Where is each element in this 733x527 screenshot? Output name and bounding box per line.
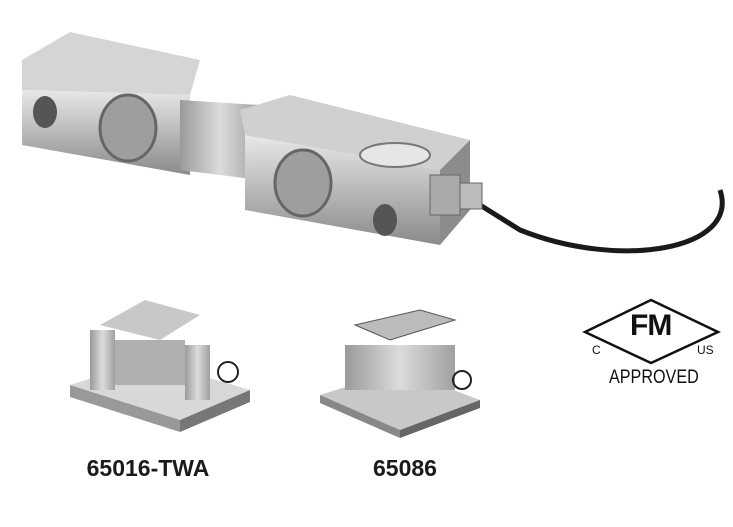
fm-country-c: C [592,343,601,357]
product-caption-65016-twa: 65016-TWA [86,455,210,481]
mount-65086-image [320,309,480,438]
fm-mark-text: FM [630,309,672,342]
fm-approved-logo [582,298,721,365]
product-caption-65086: 65086 [373,455,437,481]
mount-65016-twa-image [70,300,250,432]
fm-approved-text: APPROVED [609,367,699,388]
load-cell-beam-image [22,32,725,254]
fm-country-us: US [697,343,714,357]
